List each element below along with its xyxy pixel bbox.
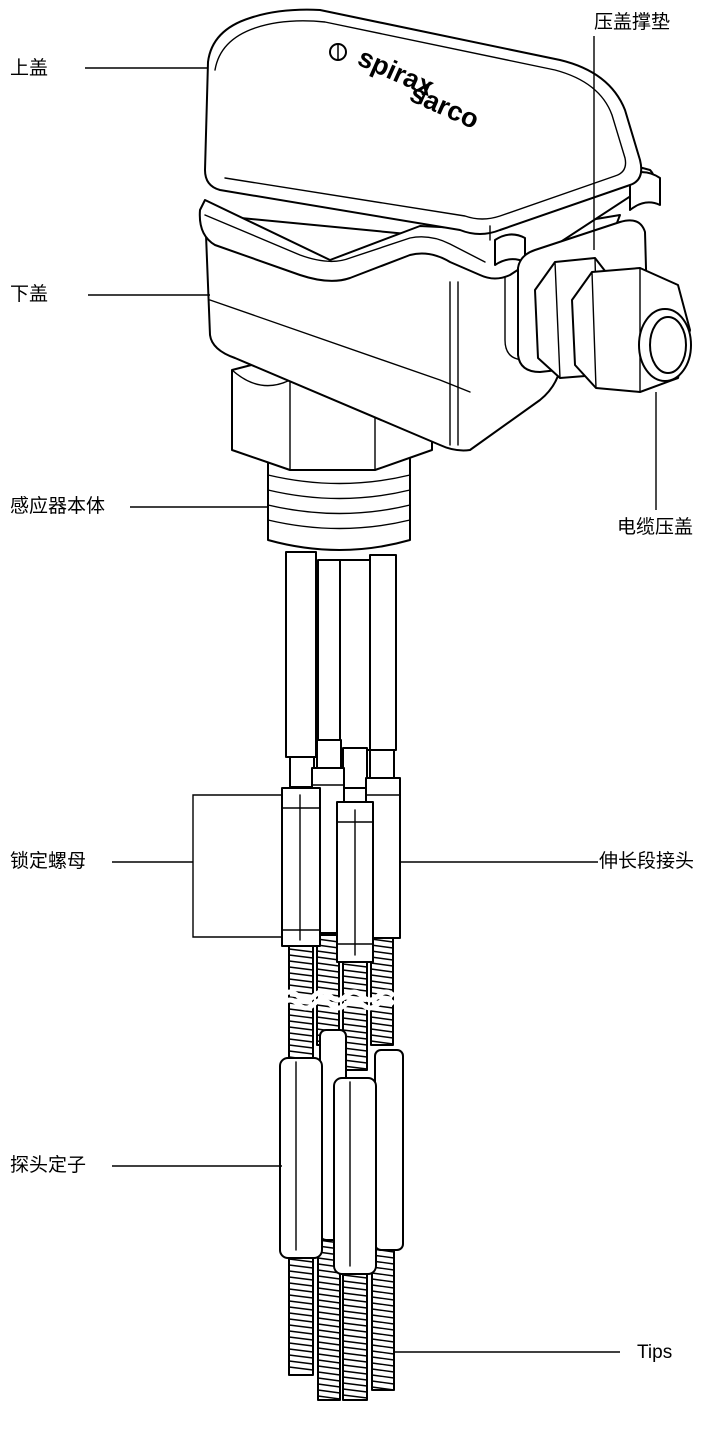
leader-lock-nut [112,794,282,938]
upper-cover [204,8,643,241]
label-extension-joint: 伸长段接头 [599,851,695,872]
probe-rods [285,551,397,1401]
lock-nut-1 [281,787,321,947]
probe-stators [279,1029,404,1275]
rod-1-upper [285,551,317,758]
label-lock-nut: 锁定螺母 [10,851,87,872]
break-marks [280,989,396,1011]
label-cable-gland: 电缆压盖 [617,517,694,538]
label-lower-cover: 下盖 [10,284,49,305]
rod-4-upper [369,554,397,751]
label-sensor-body: 感应器本体 [10,496,106,517]
leader-lines [85,36,657,1353]
rod-3-upper [339,559,371,751]
probe-stator-4 [374,1049,404,1251]
label-tips: Tips [637,1342,673,1363]
probe-stator-3 [333,1077,377,1275]
probe-stator-1 [279,1057,323,1259]
extension-joint-sleeves [281,767,401,963]
label-probe-stator: 探头定子 [10,1155,87,1176]
label-upper-cover: 上盖 [10,58,49,79]
rod-2-upper [317,559,341,741]
label-gland-spacer: 压盖撑垫 [594,12,671,33]
cable-gland [534,257,692,393]
